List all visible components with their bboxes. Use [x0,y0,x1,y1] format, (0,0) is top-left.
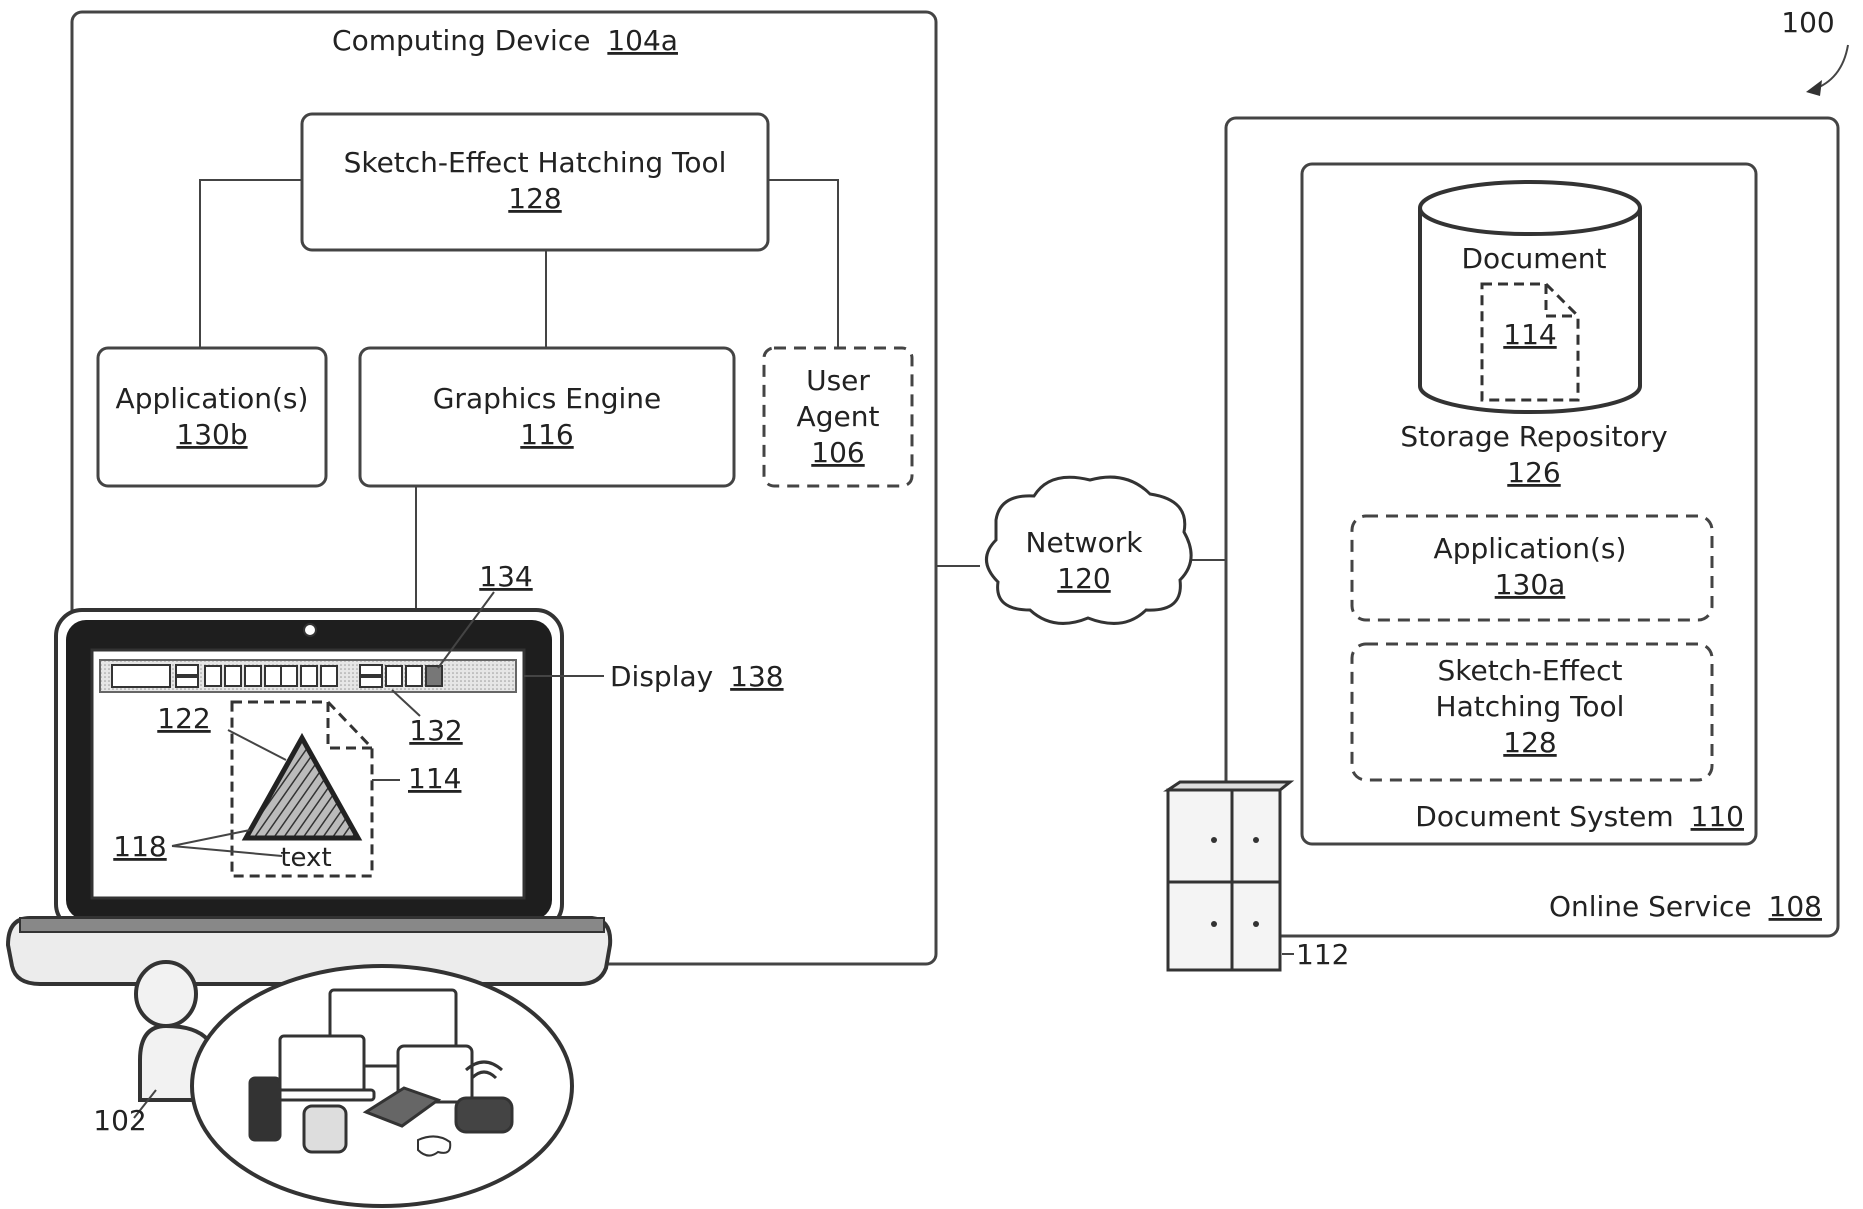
applications-local-box [98,348,326,486]
computing-device-title: Computing Device 104a [332,24,678,57]
toolbar-button-highlighted [426,666,442,686]
phone-icon [250,1078,280,1140]
toolbar-button [225,666,241,686]
ref-112: 112 [1296,938,1349,971]
applications-local-ref: 130b [176,418,247,451]
hatching-tool-remote-line2: Hatching Tool [1436,690,1625,723]
network-label: Network [1026,526,1144,559]
graphics-engine-box [360,348,734,486]
computing-device-label: Computing Device [332,24,590,57]
ref-122: 122 [157,702,210,735]
toolbar-button [321,666,337,686]
document-system-label: Document System [1415,800,1673,833]
cylinder-body [1420,208,1640,412]
ref-132: 132 [409,714,462,747]
online-service-ref: 108 [1769,890,1822,923]
ref-118: 118 [113,830,166,863]
hatching-tool-local-ref: 128 [508,182,561,215]
document-system-title: Document System 110 [1415,800,1744,833]
user-agent-line2: Agent [797,400,880,433]
graphics-engine-label: Graphics Engine [433,382,662,415]
toolbar-button [265,666,281,686]
storage-doc-label: Document [1461,242,1606,275]
figure-ref: 100 [1781,6,1834,39]
smartwatch-icon [304,1106,346,1152]
toolbar-button [386,666,402,686]
cylinder-top [1420,182,1640,234]
computing-device-ref: 104a [607,24,678,57]
server-led [1211,921,1217,927]
laptop-hinge [20,918,604,932]
display-label: Display [610,660,713,693]
server-led [1253,921,1259,927]
hatching-tool-remote-ref: 128 [1503,726,1556,759]
server-unit [1168,790,1232,882]
applications-remote-ref: 130a [1495,568,1566,601]
display-title: Display 138 [610,660,784,693]
storage-label: Storage Repository [1400,420,1667,453]
storage-ref: 126 [1507,456,1560,489]
online-service-label: Online Service [1549,890,1752,923]
server-rack-icon [1168,782,1290,970]
figure-ref-arrowhead [1806,80,1822,96]
toolbar-button [205,666,221,686]
screen-text-element: text [280,843,331,873]
laptop-small-icon [280,1036,364,1092]
applications-remote-label: Application(s) [1434,532,1627,565]
laptop-camera [304,624,316,636]
server-unit [1232,790,1280,882]
online-service-title: Online Service 108 [1549,890,1822,923]
graphics-engine-ref: 116 [520,418,573,451]
storage-cylinder [1420,182,1640,412]
hatching-tool-remote-line1: Sketch-Effect [1437,654,1622,687]
toolbar-split-top [360,665,382,675]
toolbar-button [245,666,261,686]
ref-114-screen: 114 [408,762,461,795]
storage-doc-ref: 114 [1503,318,1556,351]
toolbar-field [112,665,170,687]
network-ref: 120 [1057,562,1110,595]
figure-ref-arrow [1812,45,1848,90]
toolbar-split-bottom [360,677,382,687]
server-led [1211,837,1217,843]
toolbar-button [301,666,317,686]
server-unit [1168,882,1232,970]
document-system-ref: 110 [1691,800,1744,833]
toolbar-button [281,666,297,686]
laptop-small-base-icon [270,1090,374,1100]
display-ref: 138 [730,660,783,693]
toolbar-button [406,666,422,686]
car-icon [456,1098,512,1132]
hatching-tool-local-label: Sketch-Effect Hatching Tool [344,146,727,179]
ref-134: 134 [479,560,532,593]
user-head [136,962,196,1026]
server-led [1253,837,1259,843]
user-agent-ref: 106 [811,436,864,469]
toolbar-split-bottom [176,677,198,687]
server-top [1168,782,1290,790]
ref-102: 102 [93,1104,146,1137]
toolbar-buttons [112,665,442,687]
applications-local-label: Application(s) [116,382,309,415]
toolbar-split-top [176,665,198,675]
user-agent-line1: User [806,364,870,397]
